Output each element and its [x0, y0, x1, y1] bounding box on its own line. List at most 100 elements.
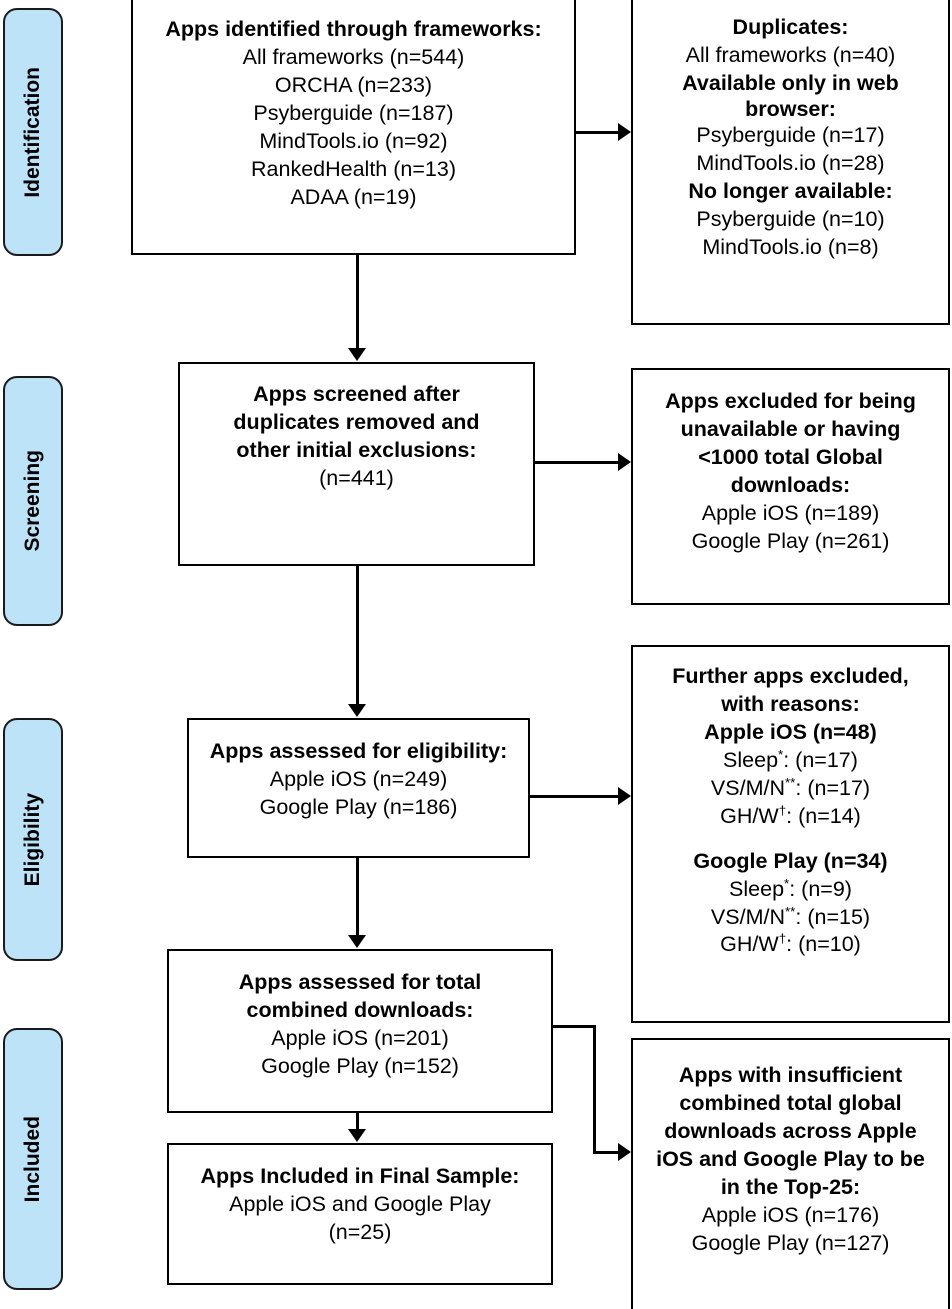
box-excluded-unavailable-heading-3: <1000 total Global [698, 444, 883, 469]
stage-pill-eligibility: Eligibility [3, 718, 63, 961]
play-sleep-footnote-mark: * [784, 875, 790, 891]
box-eligibility-ios: Apple iOS (n=249) [269, 766, 448, 791]
box-duplicates-gone-mindtools: MindTools.io (n=8) [702, 235, 879, 260]
ios-sleep-value: : (n=17) [783, 747, 858, 772]
box-insufficient-ios: Apple iOS (n=176) [701, 1202, 880, 1227]
play-sleep-value: : (n=9) [789, 876, 852, 901]
stage-pill-identification: Identification [3, 8, 63, 256]
play-ghw-value: : (n=10) [786, 932, 861, 957]
connector-identified-to-screened [356, 255, 359, 349]
play-sleep-label: Sleep [729, 876, 785, 901]
box-apps-identified-line-6: ADAA (n=19) [290, 184, 417, 209]
box-insufficient-heading-5: in the Top-25: [720, 1174, 861, 1199]
arrowhead-screened-to-eligibility [348, 704, 366, 717]
box-further-excluded-play-heading: Google Play (n=34) [693, 848, 888, 873]
box-apps-screened-count: (n=441) [319, 465, 394, 490]
box-insufficient-heading-3: downloads across Apple [664, 1118, 917, 1143]
box-downloads-play: Google Play (n=152) [261, 1053, 459, 1078]
box-duplicates-heading: Duplicates: [732, 15, 849, 39]
ios-ghw-footnote-mark: † [778, 802, 787, 818]
arrowhead-identified-to-screened [348, 348, 366, 361]
connector-downloads-to-final-sample [356, 1113, 359, 1130]
box-apps-assessed-eligibility: Apps assessed for eligibility: Apple iOS… [187, 718, 530, 858]
arrowhead-eligibility-to-downloads [348, 935, 366, 948]
box-further-excluded-play-ghw: GH/W†: (n=10) [720, 931, 861, 959]
arrowhead-identified-to-duplicates [618, 123, 631, 141]
box-apps-identified-heading: Apps identified through frameworks: [165, 17, 542, 41]
box-final-sample-heading: Apps Included in Final Sample: [200, 1164, 520, 1188]
box-final-sample-count: (n=25) [328, 1219, 392, 1244]
box-apps-identified-line-1: All frameworks (n=544) [242, 44, 465, 69]
arrowhead-eligibility-to-further-excluded [618, 787, 631, 805]
connector-screened-to-excluded [535, 461, 620, 464]
box-apps-identified-line-3: Psyberguide (n=187) [253, 100, 454, 125]
connector-identified-to-duplicates [576, 131, 620, 134]
box-further-excluded-play-vsmn: VS/M/N**: (n=15) [711, 904, 870, 932]
box-duplicates: Duplicates: All frameworks (n=40) Availa… [631, 0, 950, 325]
arrowhead-downloads-to-insufficient [618, 1143, 631, 1161]
connector-downloads-to-insufficient-segment-1 [553, 1025, 596, 1028]
ios-ghw-label: GH/W [720, 803, 779, 828]
box-apps-identified-line-5: RankedHealth (n=13) [251, 156, 456, 181]
stage-label-eligibility: Eligibility [21, 792, 44, 887]
ios-sleep-label: Sleep [723, 747, 779, 772]
box-downloads-ios: Apple iOS (n=201) [271, 1025, 449, 1050]
box-apps-screened-heading-1: Apps screened after [253, 382, 460, 406]
box-eligibility-heading: Apps assessed for eligibility: [209, 739, 508, 763]
box-final-sample-platforms: Apple iOS and Google Play [229, 1191, 491, 1216]
stage-label-identification: Identification [21, 66, 44, 198]
connector-downloads-to-insufficient-segment-2 [593, 1025, 596, 1153]
box-downloads-heading-1: Apps assessed for total [238, 970, 482, 994]
box-apps-assessed-downloads: Apps assessed for total combined downloa… [167, 949, 553, 1113]
box-duplicates-web-mindtools: MindTools.io (n=28) [696, 151, 885, 176]
box-apps-screened-heading-3: other initial exclusions: [236, 437, 477, 462]
box-duplicates-web-psyberguide: Psyberguide (n=17) [696, 123, 885, 148]
box-insufficient-downloads: Apps with insufficient combined total gl… [631, 1038, 950, 1309]
ios-vsmn-value: : (n=17) [795, 775, 871, 800]
box-further-excluded-ios-ghw: GH/W†: (n=14) [720, 803, 861, 831]
box-insufficient-heading-1: Apps with insufficient [678, 1063, 903, 1087]
play-vsmn-value: : (n=15) [795, 904, 871, 929]
box-further-excluded-ios-sleep: Sleep*: (n=17) [723, 747, 858, 775]
stage-label-included: Included [21, 1115, 44, 1203]
box-apps-identified-line-2: ORCHA (n=233) [274, 72, 433, 97]
box-eligibility-play: Google Play (n=186) [259, 794, 458, 819]
ios-vsmn-label: VS/M/N [710, 775, 785, 800]
box-further-apps-excluded: Further apps excluded, with reasons: App… [631, 645, 950, 1023]
box-further-excluded-heading-1: Further apps excluded, [672, 664, 909, 688]
box-duplicates-no-longer-heading: No longer available: [688, 179, 893, 204]
play-vsmn-footnote-mark: ** [785, 903, 796, 919]
play-vsmn-label: VS/M/N [710, 904, 785, 929]
box-excluded-unavailable-play: Google Play (n=261) [691, 528, 890, 553]
box-further-excluded-ios-heading: Apple iOS (n=48) [704, 719, 877, 744]
box-excluded-unavailable-ios: Apple iOS (n=189) [701, 500, 880, 525]
play-ghw-footnote-mark: † [778, 931, 787, 947]
box-further-excluded-ios-vsmn: VS/M/N**: (n=17) [711, 775, 870, 803]
box-excluded-unavailable-heading-2: unavailable or having [680, 416, 901, 441]
box-further-excluded-heading-2: with reasons: [721, 691, 860, 716]
arrowhead-screened-to-excluded [618, 453, 631, 471]
ios-ghw-value: : (n=14) [786, 803, 861, 828]
box-apps-identified: Apps identified through frameworks: All … [131, 0, 576, 255]
box-apps-excluded-unavailable: Apps excluded for being unavailable or h… [631, 368, 950, 605]
box-apps-screened-heading-2: duplicates removed and [233, 409, 480, 434]
box-duplicates-all-frameworks: All frameworks (n=40) [685, 42, 896, 67]
connector-eligibility-to-downloads [356, 858, 359, 936]
connector-eligibility-to-further-excluded [530, 795, 620, 798]
box-duplicates-gone-psyberguide: Psyberguide (n=10) [696, 207, 885, 232]
stage-pill-included: Included [3, 1028, 63, 1290]
box-apps-identified-line-4: MindTools.io (n=92) [259, 128, 448, 153]
play-ghw-label: GH/W [720, 932, 779, 957]
arrowhead-downloads-to-final-sample [348, 1129, 366, 1142]
connector-screened-to-eligibility [356, 566, 359, 705]
box-insufficient-heading-2: combined total global [679, 1090, 902, 1115]
box-final-sample: Apps Included in Final Sample: Apple iOS… [167, 1143, 553, 1285]
box-apps-screened: Apps screened after duplicates removed a… [178, 362, 535, 566]
stage-pill-screening: Screening [3, 376, 63, 626]
box-further-excluded-play-sleep: Sleep*: (n=9) [729, 876, 852, 904]
box-insufficient-play: Google Play (n=127) [691, 1230, 890, 1255]
ios-sleep-footnote-mark: * [778, 746, 784, 762]
ios-vsmn-footnote-mark: ** [785, 774, 796, 790]
box-insufficient-heading-4: iOS and Google Play to be [656, 1146, 925, 1171]
